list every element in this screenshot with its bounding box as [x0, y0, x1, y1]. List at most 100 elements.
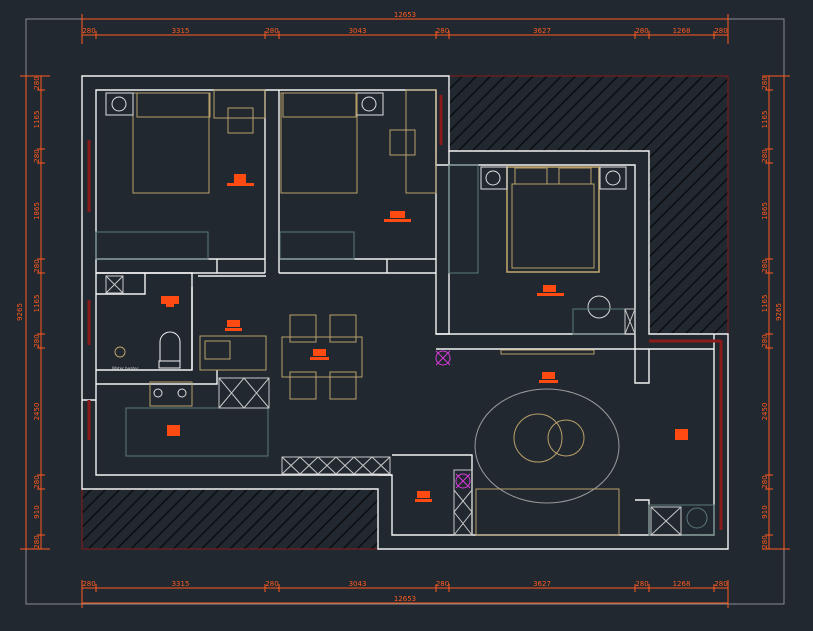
right-dimension-label: 280 — [761, 76, 769, 89]
right-total-dimension: 9265 — [775, 303, 783, 321]
wall-right-room — [635, 499, 650, 535]
hatch-top-right — [448, 75, 729, 335]
room-tag-dining — [310, 349, 329, 360]
top-dimension-label: 280 — [436, 27, 449, 35]
bottom-dimension-label: 1268 — [673, 580, 691, 588]
kitchen-counter — [125, 407, 269, 457]
chair-3 — [289, 371, 317, 400]
sink — [204, 340, 231, 360]
bottom-total-dimension: 12653 — [394, 595, 416, 603]
round-rug — [474, 388, 620, 504]
wall-bedroom1-bottom — [96, 258, 265, 274]
left-dimension-label: 1165 — [33, 295, 41, 313]
left-dimension-label: 280 — [33, 259, 41, 272]
nightstand-2 — [389, 129, 416, 156]
desk-2 — [279, 231, 355, 260]
wardrobe-2 — [405, 89, 437, 194]
left-dimension-label: 280 — [33, 149, 41, 162]
chair-4 — [329, 371, 357, 400]
right-dimension-label: 1165 — [761, 295, 769, 313]
top-dimension-label: 3315 — [172, 27, 190, 35]
right-dimension-label: 280 — [761, 475, 769, 488]
right-dimension-label: 280 — [761, 334, 769, 347]
sofa — [475, 488, 620, 536]
bottom-dimension-label: 3315 — [172, 580, 190, 588]
furniture — [114, 89, 708, 536]
left-dimension-label: 280 — [33, 334, 41, 347]
dining-table — [281, 336, 363, 378]
toilet-bowl — [159, 331, 181, 361]
right-dimension-label: 910 — [761, 505, 769, 518]
coffee-table-2 — [547, 419, 585, 457]
master-bed — [506, 166, 600, 273]
ac-units — [105, 92, 627, 398]
room-tag-hall — [225, 320, 242, 331]
left-dimension-label: 280 — [33, 475, 41, 488]
washer — [686, 507, 708, 529]
top-dimension-label: 280 — [635, 27, 648, 35]
room-tag-kitchen — [167, 425, 180, 436]
wall-corridor — [191, 275, 266, 370]
right-dimension-label: 1865 — [761, 202, 769, 220]
pillow-1 — [514, 167, 548, 185]
storage-units — [105, 275, 682, 536]
floor-drain — [114, 346, 126, 358]
wall-bedroom1-right — [264, 90, 280, 273]
bottom-dimension-label: 280 — [82, 580, 95, 588]
chair-1 — [289, 314, 317, 343]
master-desk — [572, 308, 636, 335]
right-dimension-label: 280 — [761, 259, 769, 272]
bottom-dimension-label: 280 — [265, 580, 278, 588]
right-dimension-label: 280 — [761, 535, 769, 548]
toilet-tank — [158, 360, 181, 369]
left-dimension-label: 910 — [33, 505, 41, 518]
coffee-table-1 — [513, 413, 563, 463]
left-dimension-label: 1165 — [33, 111, 41, 129]
master-wardrobe — [448, 164, 479, 274]
light-fixture-2 — [455, 473, 471, 489]
hatch-bottom-left — [81, 488, 379, 550]
bottom-dimension-label: 280 — [635, 580, 648, 588]
dimension-lines — [20, 14, 790, 608]
room-tag-living — [539, 372, 558, 383]
right-dimension-label: 2450 — [761, 403, 769, 421]
top-dimension-label: 280 — [714, 27, 727, 35]
light-fixtures — [435, 350, 471, 489]
stove — [149, 381, 193, 407]
left-dimension-label: 280 — [33, 76, 41, 89]
room-tag-entry — [415, 491, 432, 502]
hatched-areas — [81, 75, 729, 550]
top-dimension-label: 3627 — [533, 27, 551, 35]
room-tag-laundry — [675, 429, 688, 440]
wall-bedroom2-bottom — [279, 258, 436, 274]
bed-2 — [280, 92, 358, 194]
inner-outer-wall — [95, 89, 715, 536]
water-heater-label: Water heater — [112, 366, 139, 371]
bottom-dimension-label: 3043 — [349, 580, 367, 588]
room-tag-bathroom — [161, 296, 179, 307]
room-tags — [161, 174, 688, 502]
pillow-2 — [558, 167, 592, 185]
desk-1 — [95, 231, 209, 260]
room-tag-master — [537, 285, 564, 296]
bottom-dimension-label: 3627 — [533, 580, 551, 588]
right-dimension-label: 280 — [761, 149, 769, 162]
wardrobe-1-top — [213, 89, 266, 119]
master-bed-inner — [511, 183, 595, 269]
tv-console — [500, 349, 595, 355]
window-marks — [87, 95, 723, 530]
left-dimension-label: 2450 — [33, 403, 41, 421]
left-total-dimension: 9265 — [16, 303, 24, 321]
top-dimension-label: 280 — [82, 27, 95, 35]
room-tag-bedroom-1 — [227, 174, 254, 186]
top-dimension-label: 1268 — [673, 27, 691, 35]
left-dimension-label: 1865 — [33, 202, 41, 220]
chair-2 — [329, 314, 357, 343]
top-dimension-label: 280 — [265, 27, 278, 35]
wall-bathroom — [96, 272, 193, 371]
bottom-dimension-label: 280 — [714, 580, 727, 588]
